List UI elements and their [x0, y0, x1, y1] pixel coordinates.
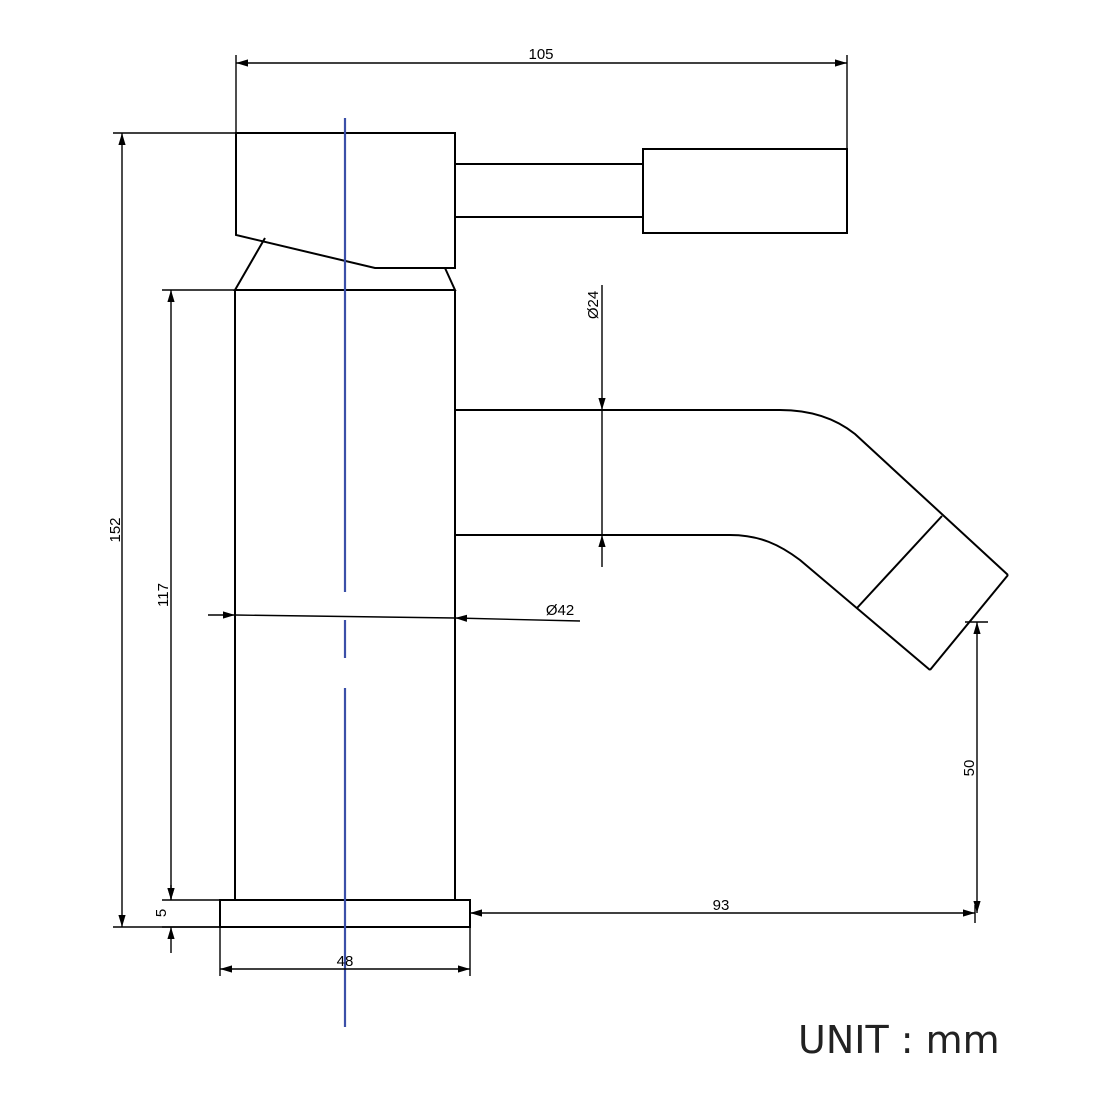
dim-spout-diameter: Ø24 [585, 291, 602, 319]
dim-body-diameter: Ø42 [546, 602, 574, 619]
dim-base-diameter: 48 [337, 953, 354, 970]
dim-spout-height: 50 [961, 760, 978, 777]
dim-spout-reach: 93 [713, 897, 730, 914]
lever-grip [642, 148, 848, 234]
faucet-outline [219, 132, 1009, 928]
dim-overall-width: 105 [528, 46, 553, 63]
handle-cap [235, 132, 456, 269]
unit-label: UNIT : mm [798, 1018, 1000, 1062]
spout-bottom [455, 534, 931, 671]
aerator-ring [856, 515, 943, 609]
dimension-lines [113, 55, 988, 976]
spout-top [455, 409, 1009, 576]
dim-base-thickness: 5 [153, 909, 170, 917]
dim-body-height: 117 [155, 583, 172, 607]
dim-overall-height: 152 [107, 517, 124, 542]
